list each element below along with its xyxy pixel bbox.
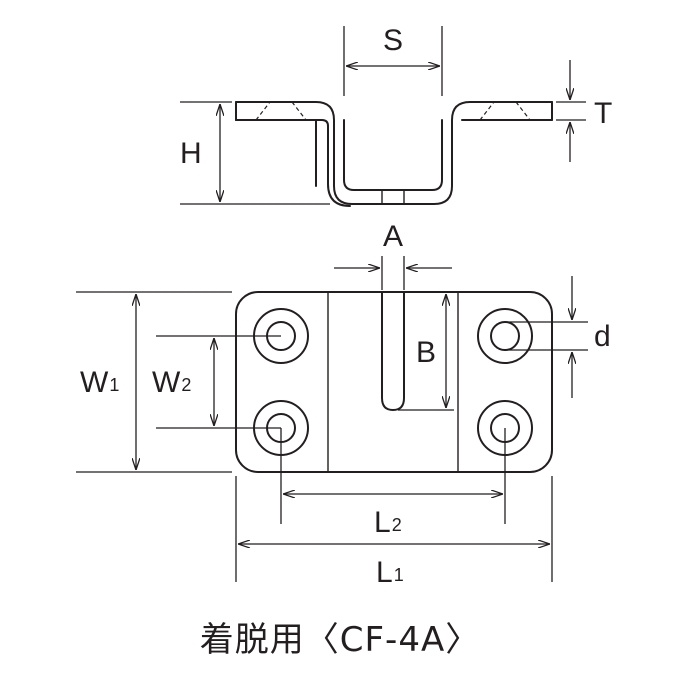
dim-L2: L2	[280, 428, 506, 539]
countersink-right	[479, 101, 531, 121]
slot	[381, 291, 405, 411]
label-d: d	[594, 320, 611, 353]
plate-outline	[235, 291, 553, 473]
svg-text:W1: W1	[80, 366, 119, 399]
side-profile-outer	[235, 101, 553, 205]
dim-A: A	[334, 220, 452, 290]
caption: 着脱用〈CF-4A〉	[199, 620, 481, 660]
label-L1: L	[376, 556, 393, 589]
dim-S: S	[343, 24, 443, 96]
dim-d: d	[505, 276, 611, 398]
dim-W1: W1	[76, 291, 232, 473]
label-S: S	[383, 24, 403, 57]
dim-T: T	[556, 60, 612, 162]
svg-text:L1: L1	[376, 556, 404, 589]
label-H: H	[180, 137, 202, 170]
label-T: T	[594, 97, 612, 130]
dim-W2: W2	[152, 335, 281, 429]
countersink-left	[255, 101, 307, 121]
dim-B: B	[398, 291, 454, 411]
label-L2: L	[374, 506, 391, 539]
svg-text:L2: L2	[374, 506, 402, 539]
dim-H: H	[180, 101, 330, 205]
bottom-hole	[381, 190, 405, 204]
label-W2: W	[152, 366, 181, 399]
svg-text:W2: W2	[152, 366, 191, 399]
bend-lines	[327, 292, 459, 472]
label-L2-sub: 2	[392, 515, 402, 535]
label-W1-sub: 1	[109, 375, 119, 395]
side-view	[235, 101, 553, 207]
hole-top-right	[477, 308, 533, 364]
side-profile-inner	[235, 119, 318, 187]
dim-L1: L1	[235, 476, 553, 589]
label-B: B	[416, 336, 436, 369]
label-W1: W	[80, 366, 109, 399]
label-W2-sub: 2	[181, 375, 191, 395]
side-profile-inner-line	[235, 119, 329, 185]
label-A: A	[383, 220, 403, 253]
label-L1-sub: 1	[394, 565, 404, 585]
